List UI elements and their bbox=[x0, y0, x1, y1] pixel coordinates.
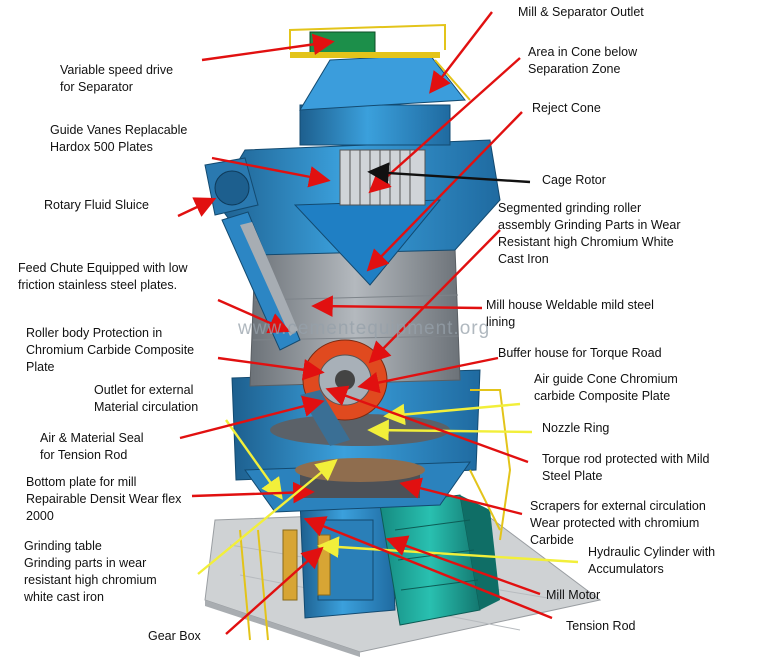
label-bottom-plate: Bottom plate for mill Repairable Densit … bbox=[26, 475, 182, 523]
separator-housing bbox=[214, 54, 501, 286]
label-cage-rotor: Cage Rotor bbox=[542, 173, 606, 187]
label-air-material-seal: Air & Material Seal for Tension Rod bbox=[40, 431, 144, 462]
label-area-in-cone: Area in Cone below Separation Zone bbox=[528, 45, 638, 76]
label-mill-separator-outlet: Mill & Separator Outlet bbox=[518, 5, 644, 19]
leader-scrapers bbox=[399, 477, 523, 516]
label-guide-vanes: Guide Vanes Replacable Hardox 500 Plates bbox=[50, 123, 188, 154]
label-rotary-fluid-sluice: Rotary Fluid Sluice bbox=[44, 198, 149, 212]
leader-sluice bbox=[177, 197, 217, 218]
label-reject-cone: Reject Cone bbox=[532, 101, 601, 115]
leader-guide-vanes bbox=[211, 156, 331, 188]
label-gear-box: Gear Box bbox=[148, 629, 201, 643]
label-feed-chute: Feed Chute Equipped with low friction st… bbox=[18, 261, 188, 292]
label-outlet-external: Outlet for external Material circulation bbox=[94, 383, 199, 414]
leader-cage-rotor bbox=[367, 162, 531, 184]
leader-bottom-plate bbox=[191, 481, 315, 504]
leader-mill-house bbox=[311, 295, 483, 318]
label-torque-rod: Torque rod protected with Mild Steel Pla… bbox=[542, 452, 710, 483]
label-variable-speed-drive: Variable speed drive for Separator bbox=[60, 63, 174, 94]
leader-torque-rod bbox=[325, 385, 529, 464]
label-air-guide-cone: Air guide Cone Chromium carbide Composit… bbox=[534, 372, 678, 403]
leader-tension-rod bbox=[303, 516, 553, 620]
label-roller-body-protection: Roller body Protection in Chromium Carbi… bbox=[26, 326, 195, 374]
leader-air-seal bbox=[179, 395, 325, 440]
label-tension-rod: Tension Rod bbox=[566, 619, 636, 633]
leader-area-cone bbox=[368, 57, 521, 194]
leader-lines bbox=[177, 11, 579, 635]
label-mill-motor: Mill Motor bbox=[546, 588, 601, 602]
leader-roller-body bbox=[217, 356, 325, 381]
label-buffer-house: Buffer house for Torque Road bbox=[498, 346, 662, 360]
leader-roller bbox=[368, 229, 501, 364]
label-nozzle-ring: Nozzle Ring bbox=[542, 421, 610, 435]
leader-buffer-house bbox=[357, 356, 499, 394]
leader-nozzle-ring bbox=[367, 419, 533, 442]
leader-speed-drive bbox=[201, 33, 335, 62]
leader-hydraulic bbox=[317, 536, 579, 564]
mill-motor-shape bbox=[379, 494, 500, 626]
leader-gear-box bbox=[225, 546, 324, 635]
leader-grinding-table bbox=[197, 458, 338, 575]
yellow-railings bbox=[239, 23, 512, 641]
leader-mill-outlet bbox=[429, 11, 493, 94]
label-mill-house: Mill house Weldable mild steel lining bbox=[486, 298, 654, 329]
label-scrapers: Scrapers for external circulation Wear p… bbox=[530, 499, 706, 547]
leader-air-guide-cone bbox=[383, 402, 521, 426]
label-segmented-roller: Segmented grinding roller assembly Grind… bbox=[498, 201, 681, 266]
label-grinding-table: Grinding table Grinding parts in wear re… bbox=[24, 539, 157, 604]
leader-outlet-external bbox=[225, 419, 283, 500]
leader-feed-chute bbox=[217, 298, 291, 334]
label-hydraulic-cylinder: Hydraulic Cylinder with Accumulators bbox=[588, 545, 716, 576]
watermark: www.cementequipment.org bbox=[238, 318, 491, 339]
leader-reject-cone bbox=[366, 111, 523, 272]
leader-mill-motor bbox=[385, 535, 541, 596]
